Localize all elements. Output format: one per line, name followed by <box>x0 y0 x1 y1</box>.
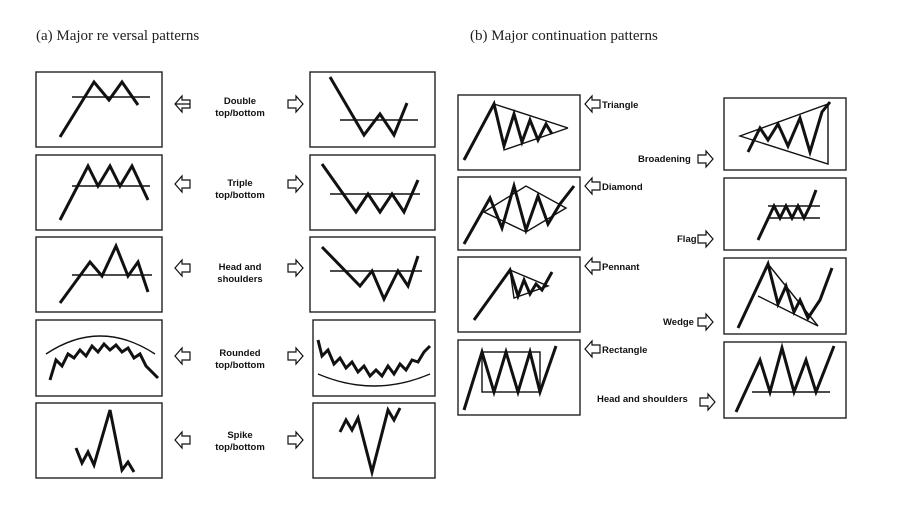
flag-line <box>756 189 818 241</box>
label-continuation-hs: Head and shoulders <box>597 394 688 405</box>
pattern-rectangle: Rectangle <box>457 339 647 416</box>
pattern-spike-top-bottom: Spike top/bottom <box>35 402 436 479</box>
left-arrow-icon <box>584 339 601 359</box>
pattern-flag: Flag <box>677 177 847 251</box>
label-spike-line1: Spike <box>227 430 252 441</box>
left-arrow-icon <box>174 430 191 450</box>
diamond-box <box>457 176 581 251</box>
flag-box <box>723 177 847 251</box>
label-spike-line2: top/bottom <box>215 442 265 453</box>
label-diamond: Diamond <box>602 182 643 193</box>
pattern-pennant: Pennant <box>457 256 640 333</box>
rectangle-box <box>457 339 581 416</box>
double-bottom-box <box>309 71 436 148</box>
head-shoulders-top-line <box>58 242 150 304</box>
right-arrow-icon <box>287 430 304 450</box>
pattern-continuation-head-and-shoulders: Head and shoulders <box>597 341 847 419</box>
right-arrow-icon <box>287 258 304 278</box>
section-a-title: (a) Major re versal patterns <box>36 28 199 44</box>
label-rounded-line1: Rounded <box>219 348 260 359</box>
left-arrow-icon <box>174 346 191 366</box>
rounded-top-line <box>48 341 160 381</box>
left-arrow-icon <box>174 94 191 114</box>
broadening-bounds <box>737 103 829 165</box>
left-arrow-icon <box>174 174 191 194</box>
spike-top-line <box>74 409 136 474</box>
head-shoulders-bottom-line <box>320 245 420 303</box>
pattern-head-and-shoulders: Head and shoulders <box>35 236 436 313</box>
continuation-hs-line <box>734 342 836 413</box>
right-arrow-icon <box>287 346 304 366</box>
rounded-bottom-box <box>312 319 436 397</box>
label-triple-line1: Triple <box>227 178 252 189</box>
triangle-upper-bound <box>493 103 569 129</box>
label-double-line1: Double <box>224 96 256 107</box>
broadening-line <box>746 101 832 158</box>
rounded-bottom-line <box>316 339 432 379</box>
rounded-bottom-arc <box>317 373 431 387</box>
triple-bottom-line <box>320 163 420 216</box>
label-double-line2: top/bottom <box>215 108 265 119</box>
triangle-lower-bound <box>503 127 569 151</box>
left-arrow-icon <box>584 94 601 114</box>
right-arrow-icon <box>697 312 714 332</box>
label-hs-line1: Head and <box>219 262 262 273</box>
rectangle-bounds <box>481 351 541 393</box>
wedge-lower-bound <box>757 295 819 327</box>
triple-bottom-box <box>309 154 436 231</box>
triangle-line <box>462 99 554 161</box>
diamond-bounds <box>482 185 568 233</box>
label-rounded-line2: top/bottom <box>215 360 265 371</box>
rectangle-line <box>462 345 558 411</box>
pattern-diamond: Diamond <box>457 176 643 251</box>
double-top-line <box>58 79 140 138</box>
pattern-rounded-top-bottom: Rounded top/bottom <box>35 319 436 397</box>
right-arrow-icon <box>699 392 716 412</box>
spike-top-box <box>35 402 163 479</box>
spike-bottom-line <box>338 406 402 478</box>
right-arrow-icon <box>287 94 304 114</box>
left-arrow-icon <box>584 256 601 276</box>
pattern-broadening: Broadening <box>638 97 847 171</box>
right-arrow-icon <box>697 229 714 249</box>
label-triple-line2: top/bottom <box>215 190 265 201</box>
triple-top-line <box>58 162 150 221</box>
right-arrow-icon <box>287 174 304 194</box>
triple-top-box <box>35 154 163 231</box>
label-flag: Flag <box>677 234 697 245</box>
pattern-double-top-bottom: Double top/bottom <box>35 71 436 148</box>
label-broadening: Broadening <box>638 154 691 165</box>
section-a: Double top/bottom Triple top/bottom <box>35 71 436 479</box>
label-pennant: Pennant <box>602 262 640 273</box>
diamond-line <box>462 180 576 245</box>
right-arrow-icon <box>697 149 714 169</box>
wedge-box <box>723 257 847 335</box>
pattern-triple-top-bottom: Triple top/bottom <box>35 154 436 231</box>
label-rectangle: Rectangle <box>602 345 647 356</box>
wedge-line <box>736 259 834 329</box>
double-top-box <box>35 71 163 148</box>
rounded-top-arc <box>45 335 156 355</box>
left-arrow-icon <box>174 258 191 278</box>
pattern-triangle: Triangle <box>457 94 638 171</box>
double-bottom-line <box>328 76 409 139</box>
label-hs-line2: shoulders <box>217 274 262 285</box>
section-b-title: (b) Major continuation patterns <box>470 28 658 44</box>
label-wedge: Wedge <box>663 317 694 328</box>
pennant-bounds <box>509 268 550 299</box>
section-b: Triangle Diamond Pennant Rectangle <box>457 94 847 419</box>
left-arrow-icon <box>584 176 601 196</box>
pattern-wedge: Wedge <box>663 257 847 335</box>
label-triangle: Triangle <box>602 100 638 111</box>
